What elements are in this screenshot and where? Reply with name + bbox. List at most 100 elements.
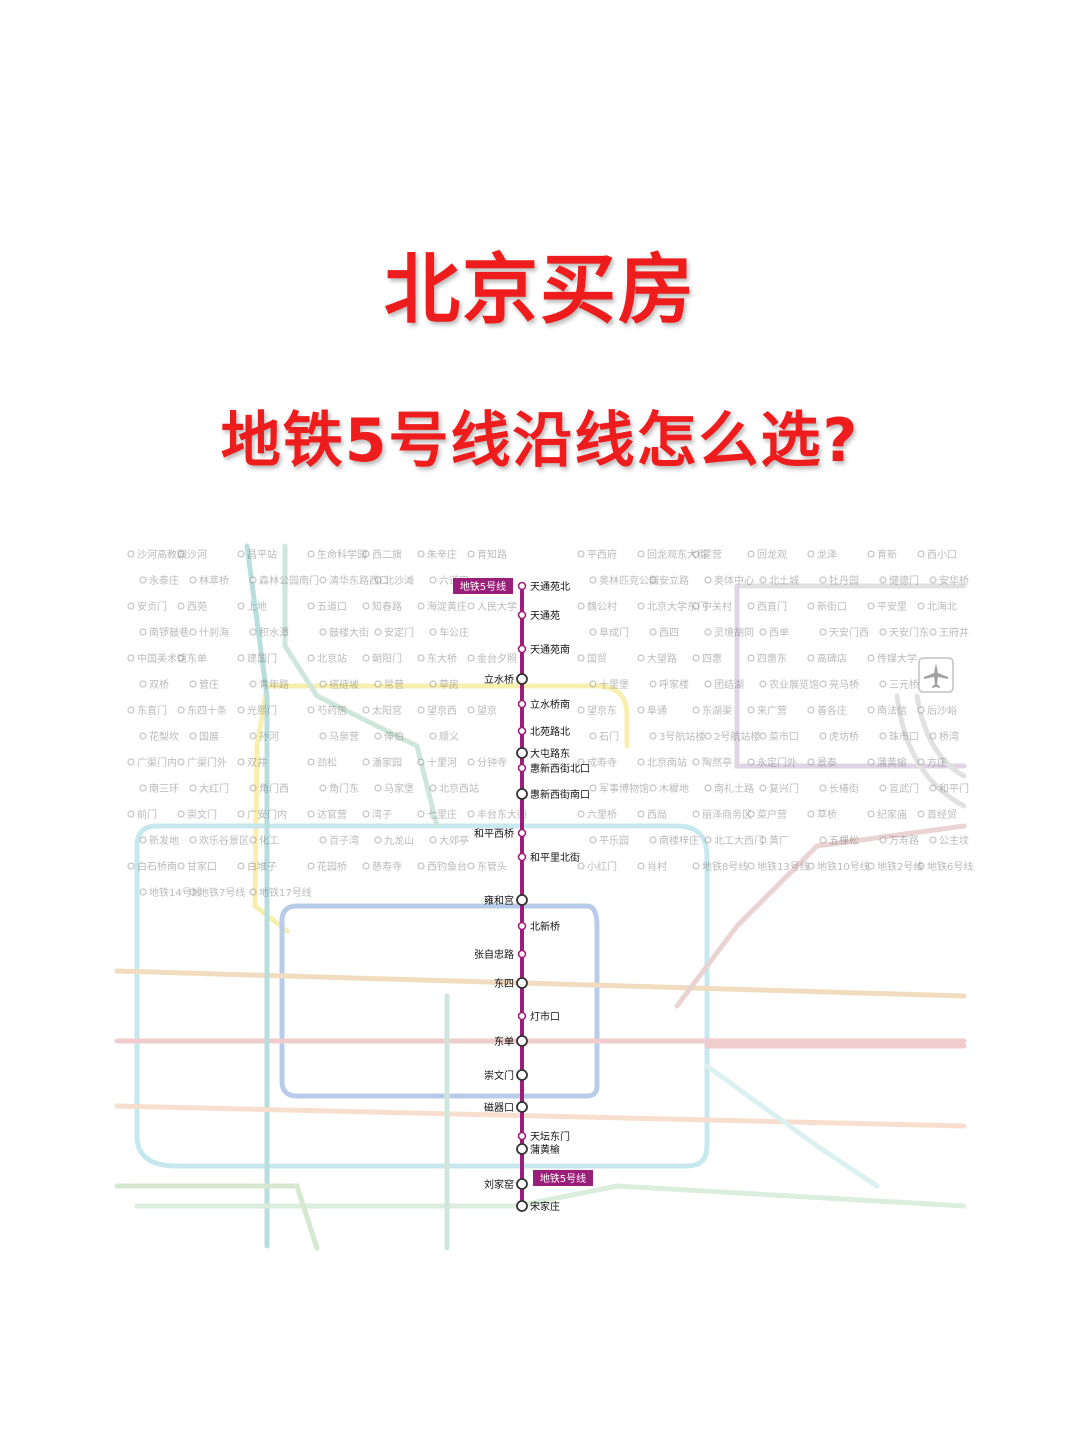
- map-station-label: 首经贸: [927, 808, 957, 821]
- map-station-label: 常营: [384, 678, 404, 691]
- map-station-dot: [249, 680, 257, 688]
- map-station-dot: [177, 654, 185, 662]
- map-station-dot: [879, 836, 887, 844]
- line-5-station-label: 大屯路东: [530, 747, 570, 760]
- map-station-dot: [577, 602, 585, 610]
- map-station-dot: [807, 550, 815, 558]
- map-station-label: 褡裢坡: [329, 678, 359, 691]
- map-station-label: 阜成门: [599, 626, 629, 639]
- map-station-dot: [879, 576, 887, 584]
- line-16-track: [114, 1183, 320, 1251]
- map-station-label: 北工大西门: [714, 834, 764, 847]
- map-station-dot: [429, 576, 437, 584]
- line-5-station-marker: [517, 610, 527, 620]
- map-station-label: 北京大学东门: [647, 600, 707, 613]
- map-station-label: 昌平站: [247, 548, 277, 561]
- map-station-dot: [374, 680, 382, 688]
- map-station-label: 成寿寺: [587, 756, 617, 769]
- map-station-label: 草桥: [817, 809, 837, 821]
- line-5-station-marker: [517, 1011, 527, 1021]
- map-station-label: 什刹海: [199, 626, 229, 639]
- map-station-label: 东大桥: [427, 652, 457, 665]
- map-station-label: 天安门西: [829, 626, 869, 639]
- map-station-dot: [577, 862, 585, 870]
- map-station-label: 北土城: [769, 574, 799, 587]
- map-station-dot: [177, 758, 185, 766]
- line-5-station-label: 天通苑: [530, 609, 560, 622]
- subway-map: 沙河高教园沙河昌平站生命科学园西二旗朱辛庄育知路平西府回龙观东大街霍营回龙观龙泽…: [114, 543, 973, 1251]
- map-station-dot: [704, 576, 712, 584]
- map-station-label: 十里河: [427, 756, 457, 769]
- map-station-dot: [467, 810, 475, 818]
- line-5-station-marker: [516, 1069, 528, 1081]
- map-station-label: 百子湾: [329, 834, 359, 847]
- map-station-label: 回龙观: [757, 548, 787, 561]
- line-5-station-marker: [516, 894, 528, 906]
- svg-text:地铁5号线: 地铁5号线: [540, 1172, 586, 1185]
- map-station-dot: [577, 810, 585, 818]
- map-station-label: 海淀黄庄: [427, 600, 467, 613]
- map-station-dot: [362, 550, 370, 558]
- map-station-label: 奥体中心: [714, 574, 754, 587]
- map-station-label: 广渠门内: [137, 756, 177, 769]
- map-station-label: 和平门: [939, 782, 969, 795]
- map-station-dot: [879, 732, 887, 740]
- line-5-station-marker: [516, 673, 528, 685]
- map-station-dot: [577, 654, 585, 662]
- line-5-badge-bottom: 地铁5号线: [533, 1170, 593, 1186]
- map-station-dot: [589, 576, 597, 584]
- map-station-label: 顺义: [439, 731, 459, 743]
- map-station-dot: [577, 706, 585, 714]
- line-5-station-marker: [517, 726, 527, 736]
- map-station-label: 北京站: [317, 652, 347, 665]
- map-station-label: 育新: [877, 548, 897, 561]
- map-station-label: 十里堡: [599, 678, 629, 691]
- map-station-label: 地铁7号线: [199, 886, 245, 899]
- map-station-label: 善各庄: [817, 704, 847, 717]
- map-station-dot: [189, 628, 197, 636]
- map-station-dot: [237, 758, 245, 766]
- map-station-dot: [189, 888, 197, 896]
- map-station-dot: [189, 732, 197, 740]
- line-7-track: [114, 1103, 967, 1129]
- map-station-dot: [589, 628, 597, 636]
- map-station-label: 朱辛庄: [427, 548, 457, 561]
- line-15-track: [734, 583, 967, 769]
- map-station-label: 菜户营: [757, 808, 787, 821]
- map-station-label: 呼家楼: [659, 678, 689, 691]
- map-station-label: 西苑: [187, 600, 207, 613]
- map-station-dot: [637, 654, 645, 662]
- map-station-label: 广安门内: [247, 808, 287, 821]
- map-station-dot: [589, 680, 597, 688]
- map-station-label: 西局: [647, 809, 667, 821]
- map-station-dot: [929, 784, 937, 792]
- line-2-track: [279, 903, 600, 1099]
- map-station-label: 大郊亭: [439, 834, 469, 847]
- map-station-label: 地铁2号线: [877, 860, 923, 873]
- map-station-dot: [127, 862, 135, 870]
- map-station-dot: [417, 862, 425, 870]
- map-station-dot: [429, 628, 437, 636]
- map-station-dot: [589, 732, 597, 740]
- map-station-dot: [374, 784, 382, 792]
- map-station-label: 宣武门: [889, 782, 919, 795]
- map-station-dot: [637, 810, 645, 818]
- map-station-label: 肖村: [647, 860, 667, 873]
- map-station-label: 太阳宫: [372, 704, 402, 717]
- map-station-label: 崇文门: [187, 808, 217, 821]
- map-station-dot: [237, 862, 245, 870]
- map-station-label: 龙泽: [817, 548, 837, 561]
- map-station-label: 方庄: [927, 756, 947, 769]
- map-station-label: 潘家园: [372, 756, 402, 769]
- map-station-dot: [929, 836, 937, 844]
- map-station-dot: [819, 784, 827, 792]
- map-station-dot: [807, 810, 815, 818]
- map-station-label: 平乐园: [599, 835, 629, 847]
- map-station-dot: [249, 836, 257, 844]
- map-station-dot: [362, 654, 370, 662]
- line-5-station-label: 北苑路北: [530, 725, 570, 738]
- map-station-label: 东湖渠: [702, 704, 732, 717]
- line-10-track: [134, 823, 710, 1169]
- map-station-label: 公主坟: [939, 834, 969, 847]
- line-5-station-marker: [517, 949, 527, 959]
